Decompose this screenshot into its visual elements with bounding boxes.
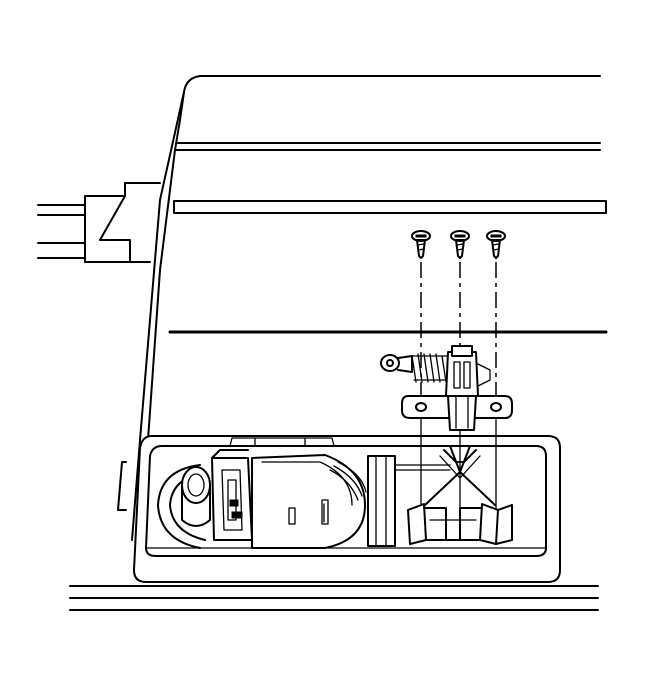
floor-rails — [69, 585, 599, 611]
side-rail-bracket — [37, 182, 161, 263]
clip-bracket — [407, 503, 513, 545]
screw-right — [486, 230, 506, 259]
screw-left — [411, 230, 431, 259]
lock-actuator — [380, 345, 513, 506]
actuator-motor — [157, 449, 451, 549]
housing-body — [117, 75, 608, 541]
screw-middle — [450, 230, 470, 259]
